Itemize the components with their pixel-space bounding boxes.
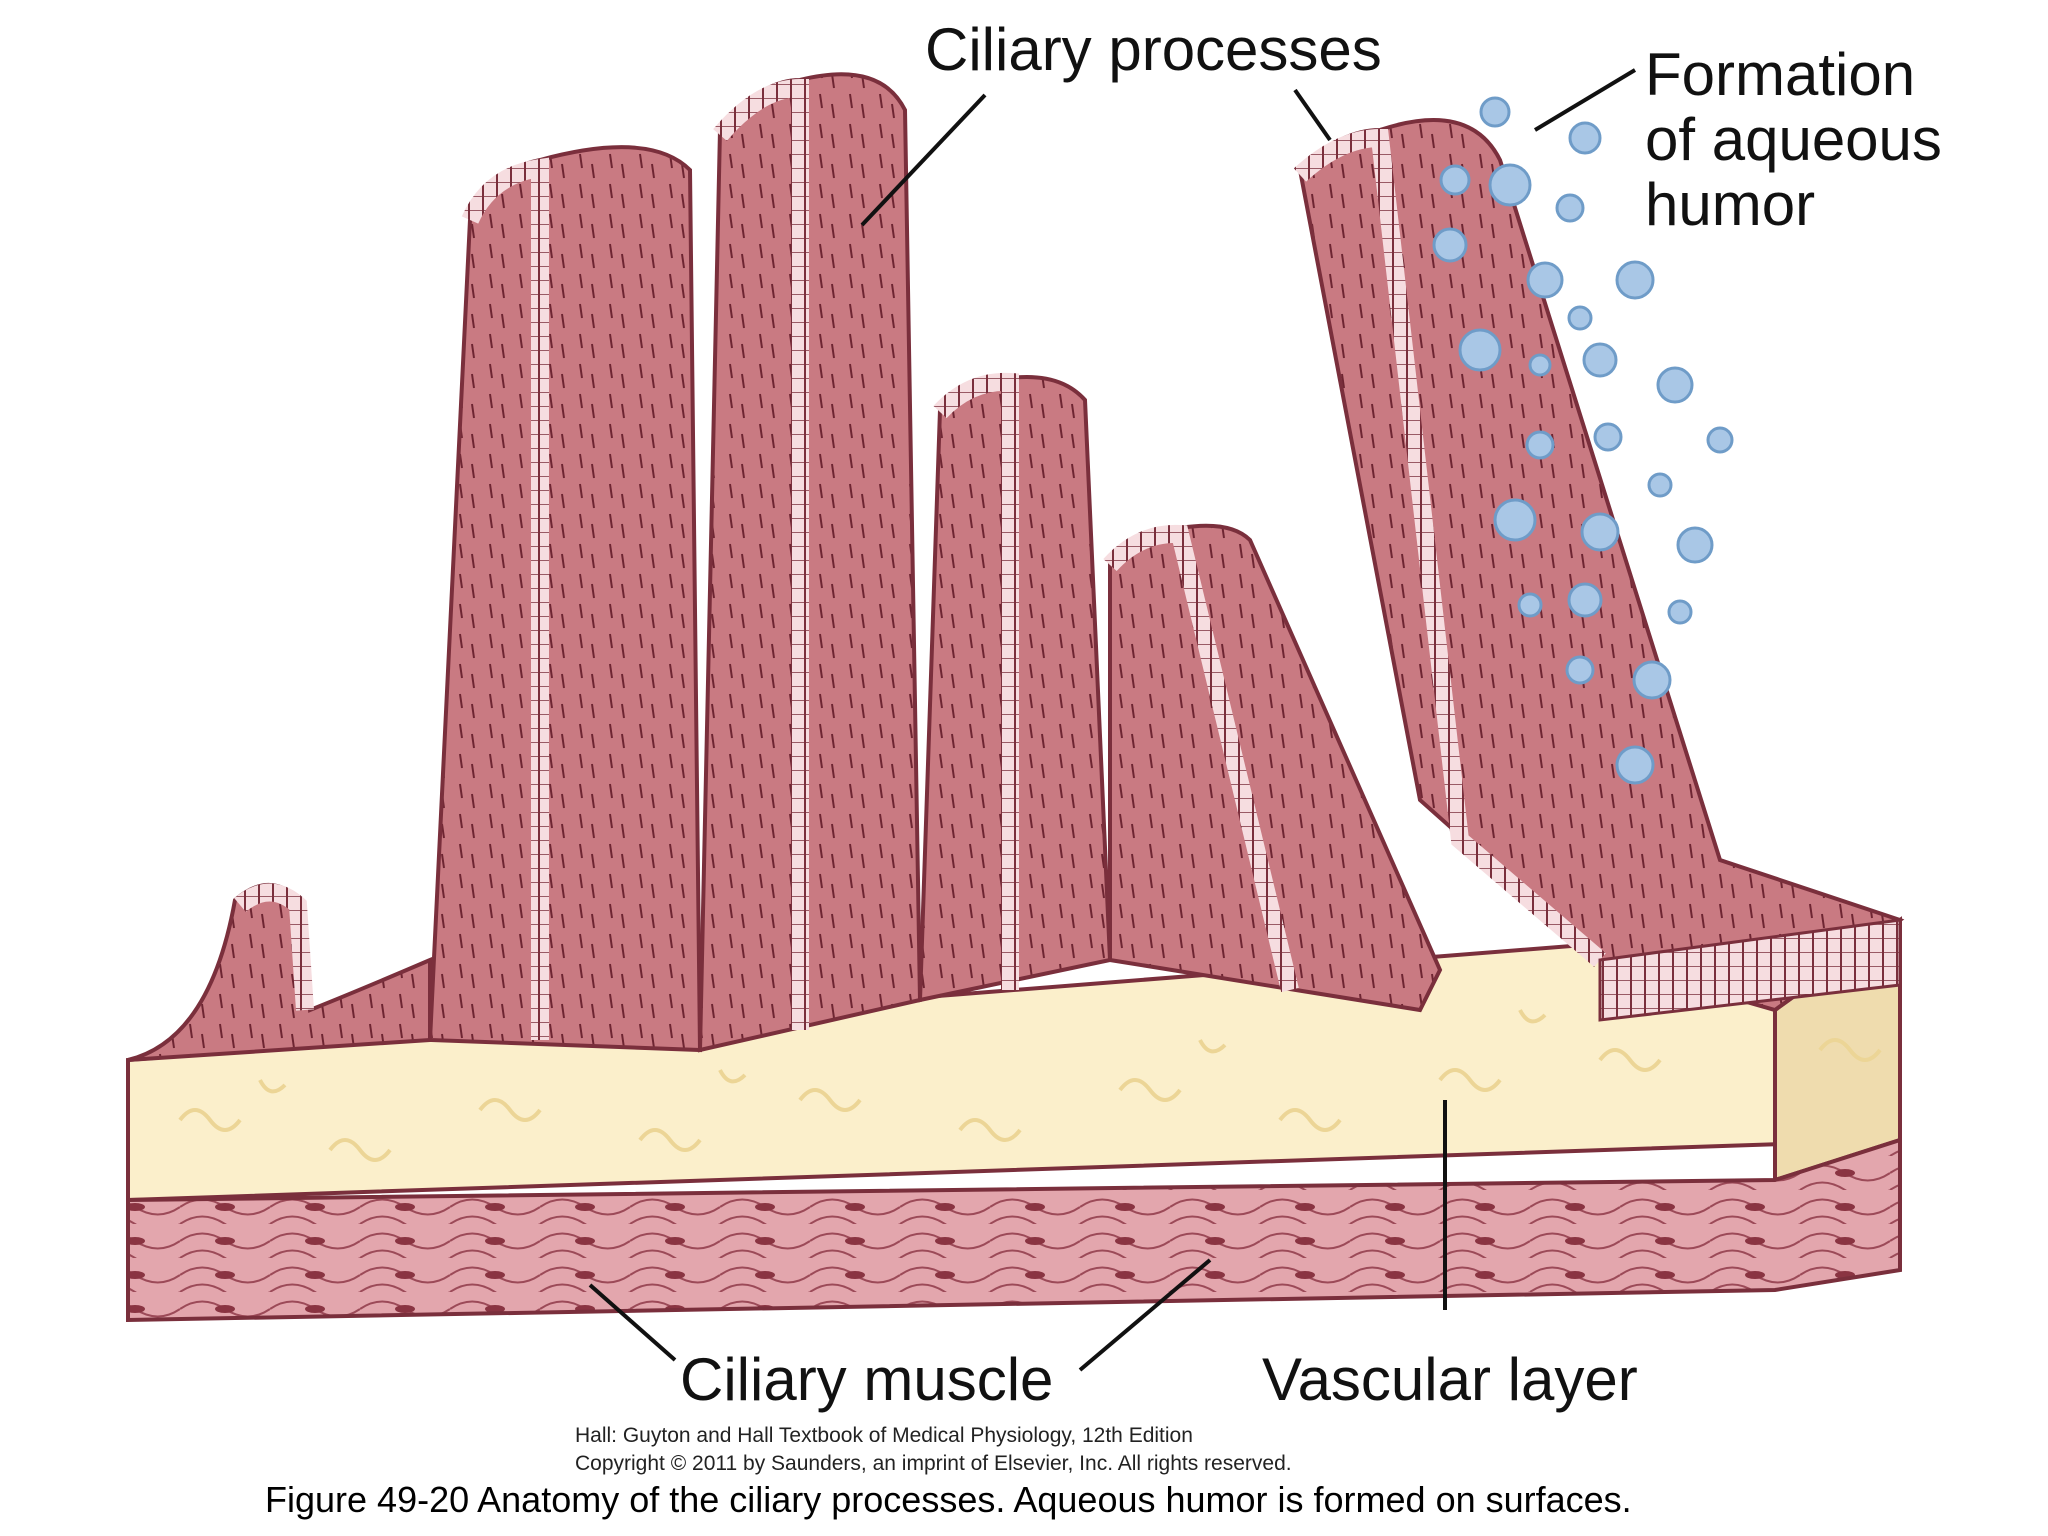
leader-ciliary-muscle-right [1078,1258,1212,1372]
ciliary-process-2 [427,145,703,1053]
label-ciliary-muscle: Ciliary muscle [680,1346,1053,1413]
leader-ciliary-processes-right [1293,88,1332,142]
leader-ciliary-processes-left [860,93,987,227]
leader-lines [588,68,1637,1372]
credit-line-2: Copyright © 2011 by Saunders, an imprint… [575,1452,1292,1475]
ciliary-process-1 [127,883,432,1062]
ciliary-process-folds [127,72,1905,1062]
label-formation-line3: humor [1645,171,1815,238]
aqueous-humor-droplets [1432,96,1734,785]
stroma-texture [178,1009,1882,1162]
ciliary-process-3 [697,72,923,1053]
ciliary-muscle-layer [126,1137,1902,1323]
label-formation-line1: Formation [1645,41,1915,108]
leader-formation [1533,68,1637,132]
leader-ciliary-muscle-left [588,1283,677,1362]
label-ciliary-processes: Ciliary processes [925,16,1382,83]
label-vascular-layer: Vascular layer [1262,1346,1638,1413]
credit-line-1: Hall: Guyton and Hall Textbook of Medica… [575,1424,1193,1447]
figure-caption: Figure 49-20 Anatomy of the ciliary proc… [265,1479,1632,1520]
label-formation-line2: of aqueous [1645,106,1942,173]
